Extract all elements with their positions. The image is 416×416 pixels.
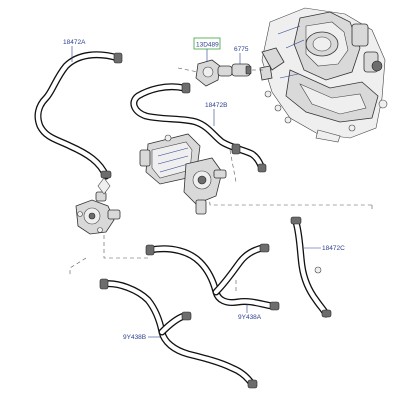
callout-label: 9Y438B — [123, 334, 146, 341]
egr-cooler — [139, 133, 227, 215]
connector-6775 — [231, 63, 264, 77]
hose-18472b — [130, 82, 267, 173]
callout-label: 18472C — [322, 245, 345, 252]
valve-13d489 — [195, 59, 233, 87]
callout-18472a: 18472A — [63, 39, 86, 62]
callout-6775: 6775 — [234, 46, 249, 64]
hose-9y438a — [145, 243, 280, 311]
callout-18472c: 18472C — [304, 245, 345, 252]
hose-18472a — [34, 51, 123, 180]
thermostat-housing — [75, 177, 121, 235]
engine-block — [259, 7, 388, 143]
callout-label: 6775 — [234, 46, 249, 53]
callout-label: 13D489 — [196, 42, 219, 49]
callout-18472b: 18472B — [205, 102, 227, 126]
hose-9y438b — [99, 278, 258, 389]
callout-9y438b: 9Y438B — [123, 334, 160, 341]
hose-18472c — [290, 216, 332, 318]
callout-label: 18472B — [205, 102, 227, 109]
callout-9y438a: 9Y438A — [238, 304, 262, 321]
callout-label: 9Y438A — [238, 314, 262, 321]
callout-13d489: 13D489 — [193, 37, 221, 62]
callout-label: 18472A — [63, 39, 86, 46]
